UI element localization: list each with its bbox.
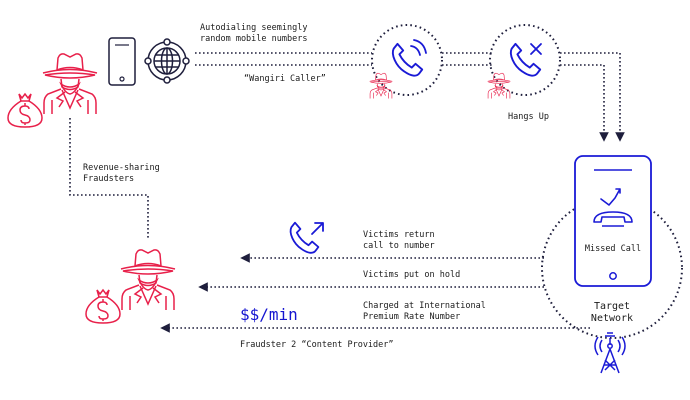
target-phone [574,155,652,287]
wangiri-caller-label: “Wangiri Caller” [244,74,326,84]
globe-icon [144,38,190,84]
fraudster-icon [369,72,393,99]
connector-lines [69,52,625,333]
target-network-circle [541,197,683,339]
money-bag-icon [7,93,43,128]
target-network-label: Target Network [590,301,634,324]
fraudster-icon [120,249,176,311]
phone-outgoing-icon [289,221,324,254]
hangup-circle [489,24,561,96]
incoming-call-icon [600,188,621,206]
victims-hold-label: Victims put on hold [363,270,461,280]
caller-circle [371,24,443,96]
charged-label: Charged at International Premium Rate Nu… [363,301,486,322]
autodialing-label: Autodialing seemingly random mobile numb… [200,23,308,44]
fraudster-icon [42,53,98,115]
hangs-up-label: Hangs Up [508,112,549,122]
rate-label: $$/min [240,305,298,324]
line-fraudster1-to-fraudster2 [69,118,149,240]
phone-hangup-icon [593,211,633,227]
line-hangup-to-target-a [560,52,625,142]
missed-call-label: Missed Call [584,244,642,254]
phone-ringing-icon [391,39,427,77]
revenue-sharing-label: Revenue-sharing Fraudsters [83,163,160,184]
fraudster2-label: Fraudster 2 “Content Provider” [240,340,394,350]
phone-hangup-icon [509,42,542,77]
cell-tower-icon [594,332,626,374]
fraudster-icon [487,72,511,99]
money-bag-icon [85,289,121,324]
victims-return-label: Victims return call to number [363,230,435,251]
smartphone-icon [108,37,136,86]
line-hangup-to-target-b [560,64,609,142]
